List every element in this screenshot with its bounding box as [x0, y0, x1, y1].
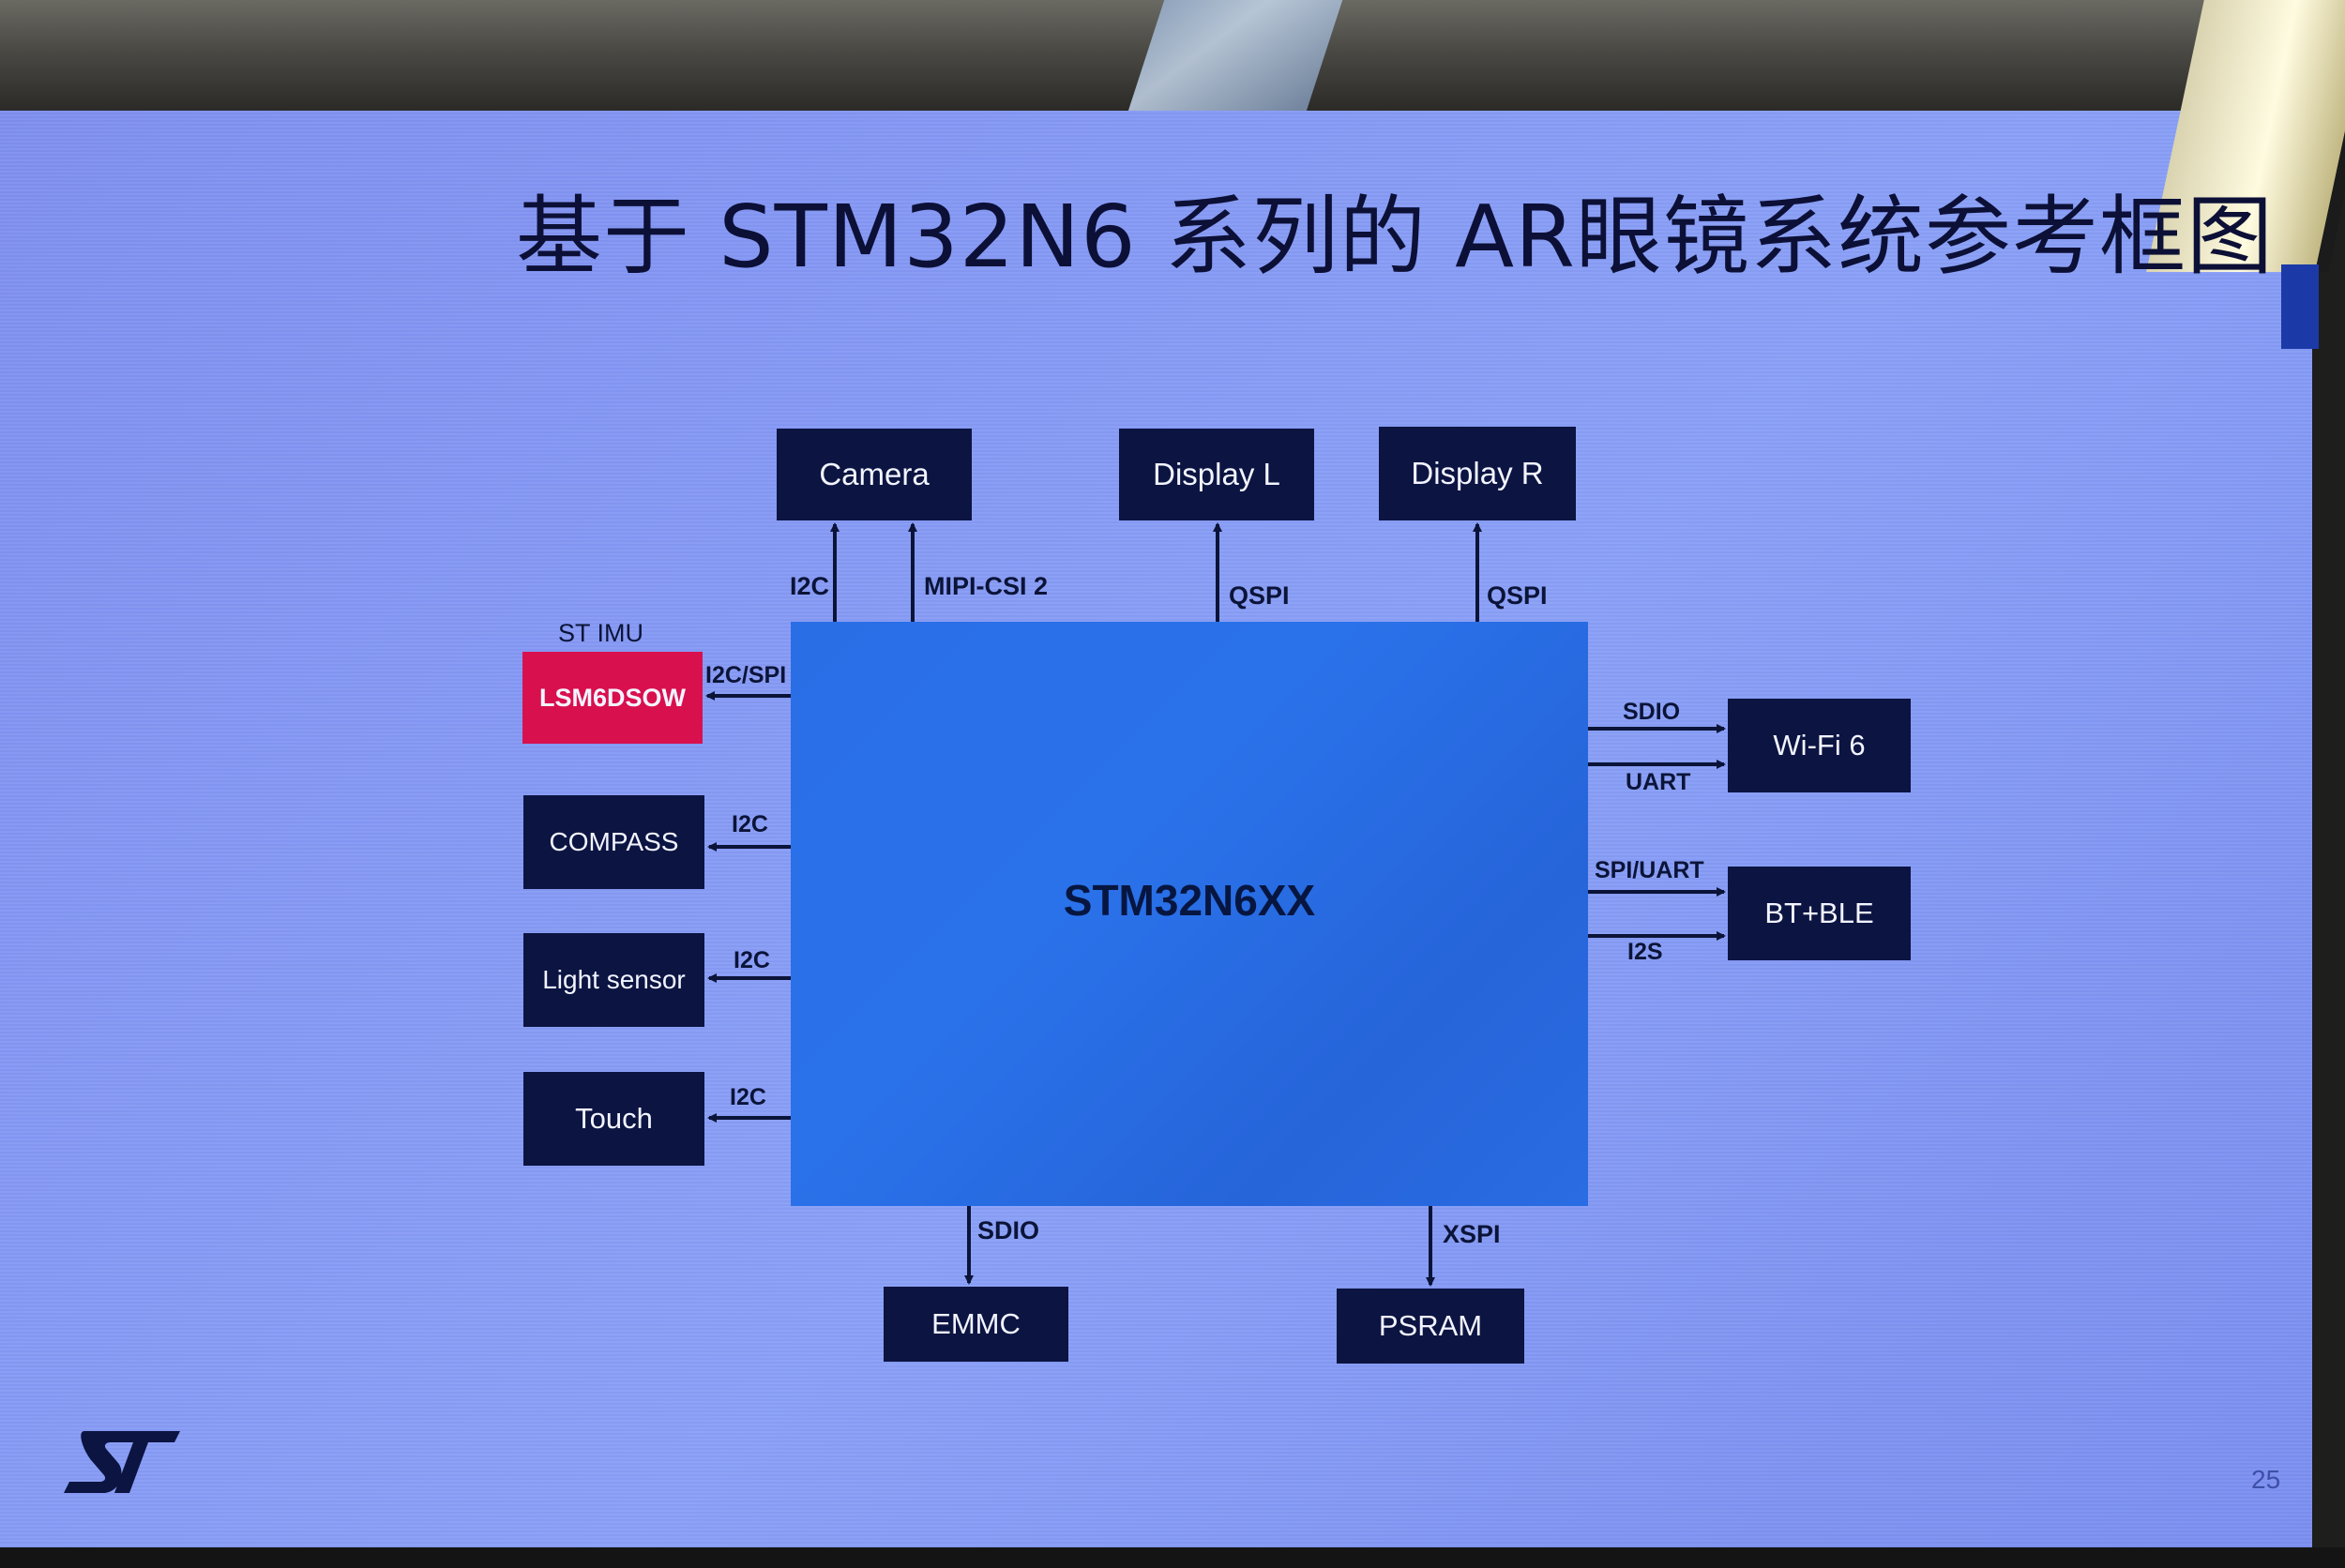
psram-block: PSRAM — [1337, 1289, 1524, 1364]
touch-block: Touch — [523, 1072, 704, 1166]
mcu-label: STM32N6XX — [1063, 876, 1316, 925]
imu-bus-label: I2C/SPI — [705, 662, 787, 688]
compass-block: COMPASS — [523, 795, 704, 889]
screen-bottom-frame — [0, 1547, 2345, 1568]
emmc-sdio-label: SDIO — [977, 1216, 1040, 1244]
wifi-block: Wi-Fi 6 — [1728, 699, 1911, 792]
display-l-qspi-label: QSPI — [1229, 581, 1290, 610]
light-sensor-block: Light sensor — [523, 933, 704, 1027]
page-number: 25 — [2251, 1465, 2281, 1494]
wifi-sdio-label: SDIO — [1623, 699, 1681, 725]
display-r-qspi-label: QSPI — [1487, 581, 1548, 610]
psram-xspi-label: XSPI — [1443, 1220, 1501, 1248]
bt-spi-uart-label: SPI/UART — [1595, 857, 1704, 883]
imu-caption: ST IMU — [558, 619, 644, 647]
st-logo — [64, 1431, 180, 1493]
bt-ble-block: BT+BLE — [1728, 867, 1911, 960]
touch-bus-label: I2C — [730, 1084, 766, 1110]
camera-i2c-label: I2C — [790, 572, 830, 600]
camera-block: Camera — [777, 429, 972, 520]
mcu-block — [791, 622, 1588, 1206]
bt-i2s-label: I2S — [1627, 939, 1663, 965]
display-l-block: Display L — [1119, 429, 1314, 520]
emmc-block: EMMC — [884, 1287, 1068, 1362]
slide-edge-accent — [2281, 264, 2319, 349]
slide-title: 基于 STM32N6 系列的 AR眼镜系统参考框图 — [516, 187, 2274, 287]
light-sensor-bus-label: I2C — [734, 947, 770, 973]
imu-block: LSM6DSOW — [522, 652, 703, 744]
wifi-uart-label: UART — [1626, 769, 1691, 795]
compass-bus-label: I2C — [732, 811, 768, 837]
camera-mipi-label: MIPI-CSI 2 — [924, 572, 1049, 600]
display-r-block: Display R — [1379, 427, 1576, 520]
